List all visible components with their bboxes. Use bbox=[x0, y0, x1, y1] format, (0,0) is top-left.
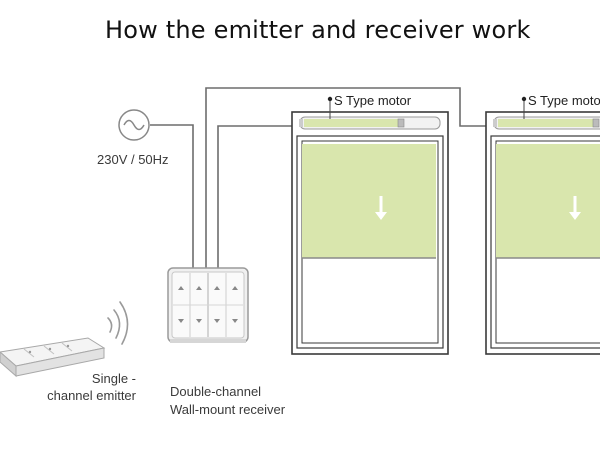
blind-panel bbox=[302, 144, 436, 258]
wall-mount-receiver bbox=[167, 267, 249, 343]
receiver-label-line1: Double-channel bbox=[170, 384, 262, 399]
down-arrow-icon bbox=[569, 196, 581, 220]
motor-label-1: S Type motor bbox=[334, 93, 412, 108]
emitter-label-line2: channel emitter bbox=[47, 388, 136, 403]
wire-to-window-2 bbox=[205, 87, 500, 270]
blind-panel bbox=[496, 144, 600, 258]
signal-waves-icon bbox=[107, 301, 129, 345]
motor-label-2: S Type motor bbox=[528, 93, 600, 108]
emitter-label-line1: Single - bbox=[91, 371, 136, 386]
motor-indicator-dot bbox=[521, 96, 527, 102]
power-label: 230V / 50Hz bbox=[97, 152, 169, 167]
single-channel-emitter bbox=[0, 337, 106, 378]
ac-wave-icon bbox=[118, 109, 150, 141]
window-1 bbox=[291, 96, 449, 355]
power-wire bbox=[150, 124, 194, 270]
wire-to-window-1 bbox=[217, 125, 300, 270]
down-arrow-icon bbox=[375, 196, 387, 220]
wiring bbox=[150, 87, 500, 270]
window-2 bbox=[485, 96, 600, 355]
receiver-label-line2: Wall-mount receiver bbox=[170, 402, 286, 417]
diagram-title: How the emitter and receiver work bbox=[105, 16, 531, 44]
motor-indicator-dot bbox=[327, 96, 333, 102]
